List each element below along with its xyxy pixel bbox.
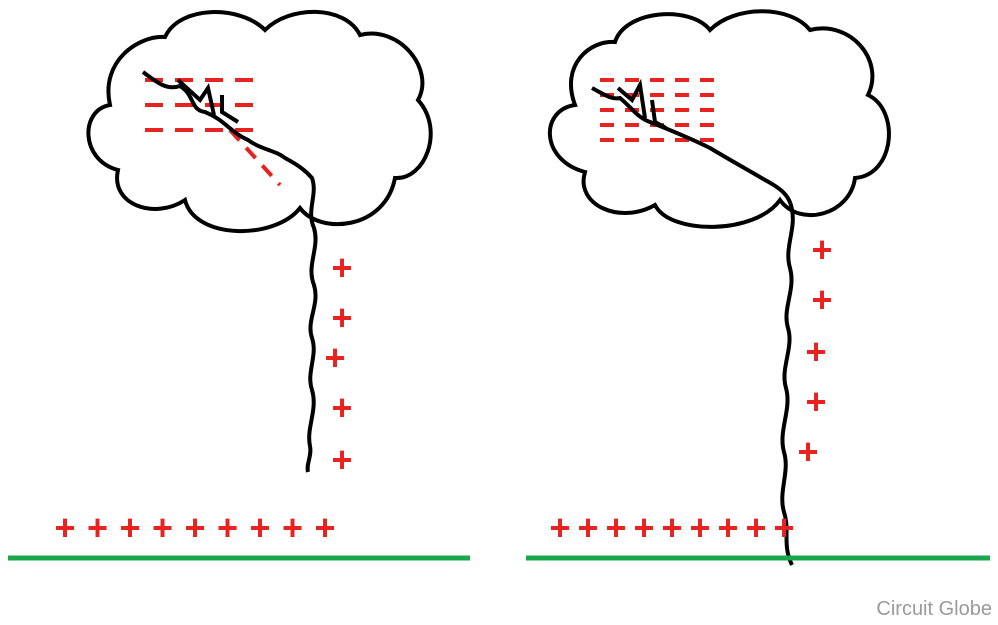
positive-charge: + — [811, 279, 832, 320]
positive-charge: + — [184, 507, 205, 548]
positive-charge: + — [661, 507, 682, 548]
positive-charge: + — [805, 331, 826, 372]
positive-charge: + — [331, 387, 352, 428]
left-dashed-leader — [228, 128, 282, 187]
right-column-positive-charges: + + + + + — [797, 229, 832, 472]
left-cloud — [86, 9, 433, 234]
positive-charge: + — [54, 507, 75, 548]
positive-charge: + — [331, 439, 352, 480]
positive-charge: + — [324, 337, 345, 378]
left-column-positive-charges: +++++ — [324, 247, 352, 480]
positive-charge: + — [249, 507, 270, 548]
right-ground-positive-charges: +++++++++ — [549, 507, 794, 548]
positive-charge: + — [811, 229, 832, 270]
positive-charge: + — [745, 507, 766, 548]
positive-charge: + — [314, 507, 335, 548]
positive-charge: + — [331, 297, 352, 338]
positive-charge: + — [773, 507, 794, 548]
left-stepped-leader — [141, 70, 318, 473]
right-cloud — [548, 9, 891, 229]
left-ground-positive-charges: + + + + + + + + + — [54, 507, 335, 548]
left-branch — [176, 78, 240, 124]
positive-charge: + — [282, 507, 303, 548]
positive-charge: + — [87, 507, 108, 548]
positive-charge: + — [152, 507, 173, 548]
positive-charge: + — [331, 247, 352, 288]
watermark: Circuit Globe — [876, 598, 992, 620]
positive-charge: + — [797, 431, 818, 472]
right-stroke — [591, 86, 795, 566]
positive-charge: + — [633, 507, 654, 548]
left-panel: +++++ +++++++++ — [8, 9, 470, 561]
positive-charge: + — [119, 507, 140, 548]
positive-charge: + — [577, 507, 598, 548]
positive-charge: + — [717, 507, 738, 548]
positive-charge: + — [549, 507, 570, 548]
positive-charge: + — [605, 507, 626, 548]
right-branch — [616, 78, 667, 130]
right-cloud-negative-charges — [600, 78, 714, 142]
right-panel: +++++ +++++++++ — [526, 9, 990, 566]
positive-charge: + — [805, 381, 826, 422]
positive-charge: + — [217, 507, 238, 548]
positive-charge: + — [689, 507, 710, 548]
